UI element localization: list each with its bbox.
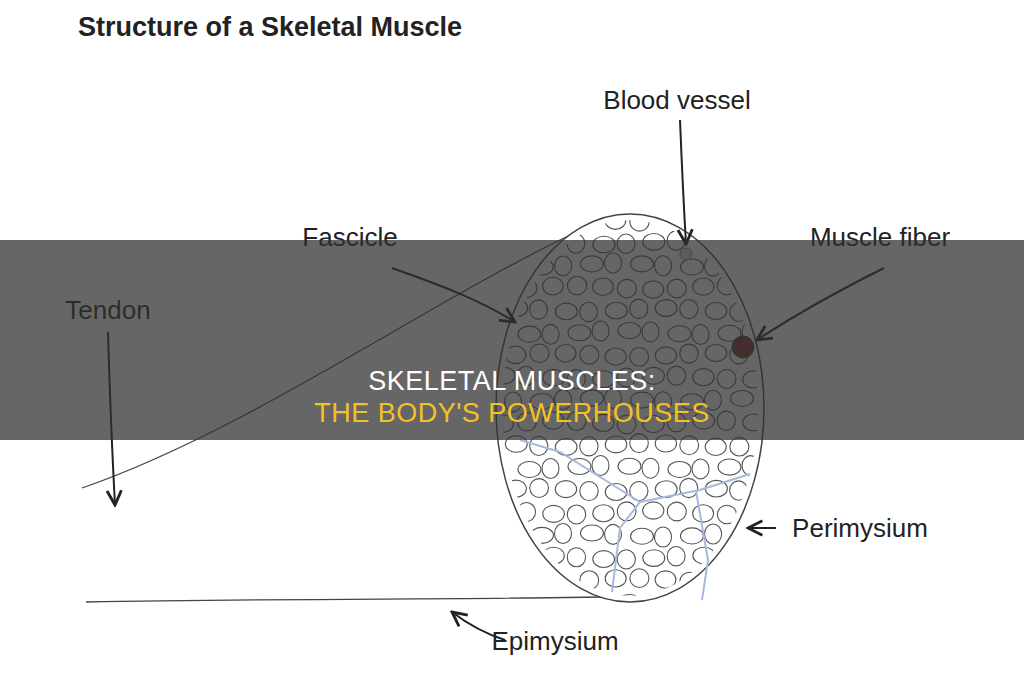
fiber-outline (517, 502, 535, 521)
fiber-outline (693, 547, 715, 564)
fiber-outline (730, 481, 748, 500)
fiber-outline (580, 482, 598, 501)
fiber-outline (718, 459, 741, 475)
fiber-outline (705, 524, 722, 544)
fiber-outline (668, 461, 691, 477)
fiber-outline (543, 505, 565, 522)
fiber-outline (530, 479, 549, 498)
fiber-outline (680, 572, 699, 590)
fiber-outline (567, 505, 585, 524)
fiber-outline (617, 550, 635, 569)
fiber-outline (693, 505, 714, 522)
fiber-outline (667, 546, 685, 565)
fiber-outline (692, 459, 709, 479)
fiber-outline (630, 569, 649, 588)
perimysium-lines (520, 440, 750, 600)
fiber-outline (630, 528, 653, 544)
fiber-outline (580, 525, 603, 541)
fiber-outline (630, 213, 649, 231)
fiber-outline (568, 459, 591, 475)
fiber-outline (717, 505, 736, 524)
fiber-outline (580, 571, 599, 590)
fiber-outline (655, 571, 676, 588)
fiber-outline (530, 527, 553, 543)
banner-text: THE BODY'S POWERHOUSES (0, 398, 1024, 429)
fiber-outline (705, 438, 726, 455)
fiber-outline (643, 550, 665, 567)
fiber-outline (505, 480, 526, 497)
title-banner: SKELETAL MUSCLES:THE BODY'S POWERHOUSES (0, 240, 1024, 440)
fiber-outline (543, 547, 565, 564)
fiber-outline (555, 481, 576, 498)
fiber-outline (730, 437, 749, 456)
part-label: Epimysium (491, 626, 618, 657)
fiber-outline (555, 439, 577, 456)
banner-text: SKELETAL MUSCLES: (0, 366, 1024, 397)
fiber-outline (567, 548, 585, 567)
fiber-outline (605, 570, 626, 587)
fiber-outline (518, 461, 541, 477)
fiber-outline (618, 594, 641, 610)
fiber-outline (680, 528, 703, 544)
fiber-outline (642, 458, 659, 478)
fiber-outline (680, 478, 698, 497)
part-label: Blood vessel (603, 85, 750, 116)
part-label: Perimysium (792, 513, 928, 544)
diagram-title: Structure of a Skeletal Muscle (78, 12, 462, 43)
fiber-outline (742, 456, 759, 476)
fiber-outline (655, 527, 672, 547)
fiber-outline (593, 551, 615, 568)
fiber-outline (618, 458, 641, 474)
fiber-outline (643, 502, 664, 519)
fiber-outline (593, 505, 614, 522)
fiber-outline (605, 212, 626, 230)
fiber-outline (555, 524, 572, 544)
fiber-outline (542, 458, 559, 478)
fiber-outline (667, 502, 686, 521)
